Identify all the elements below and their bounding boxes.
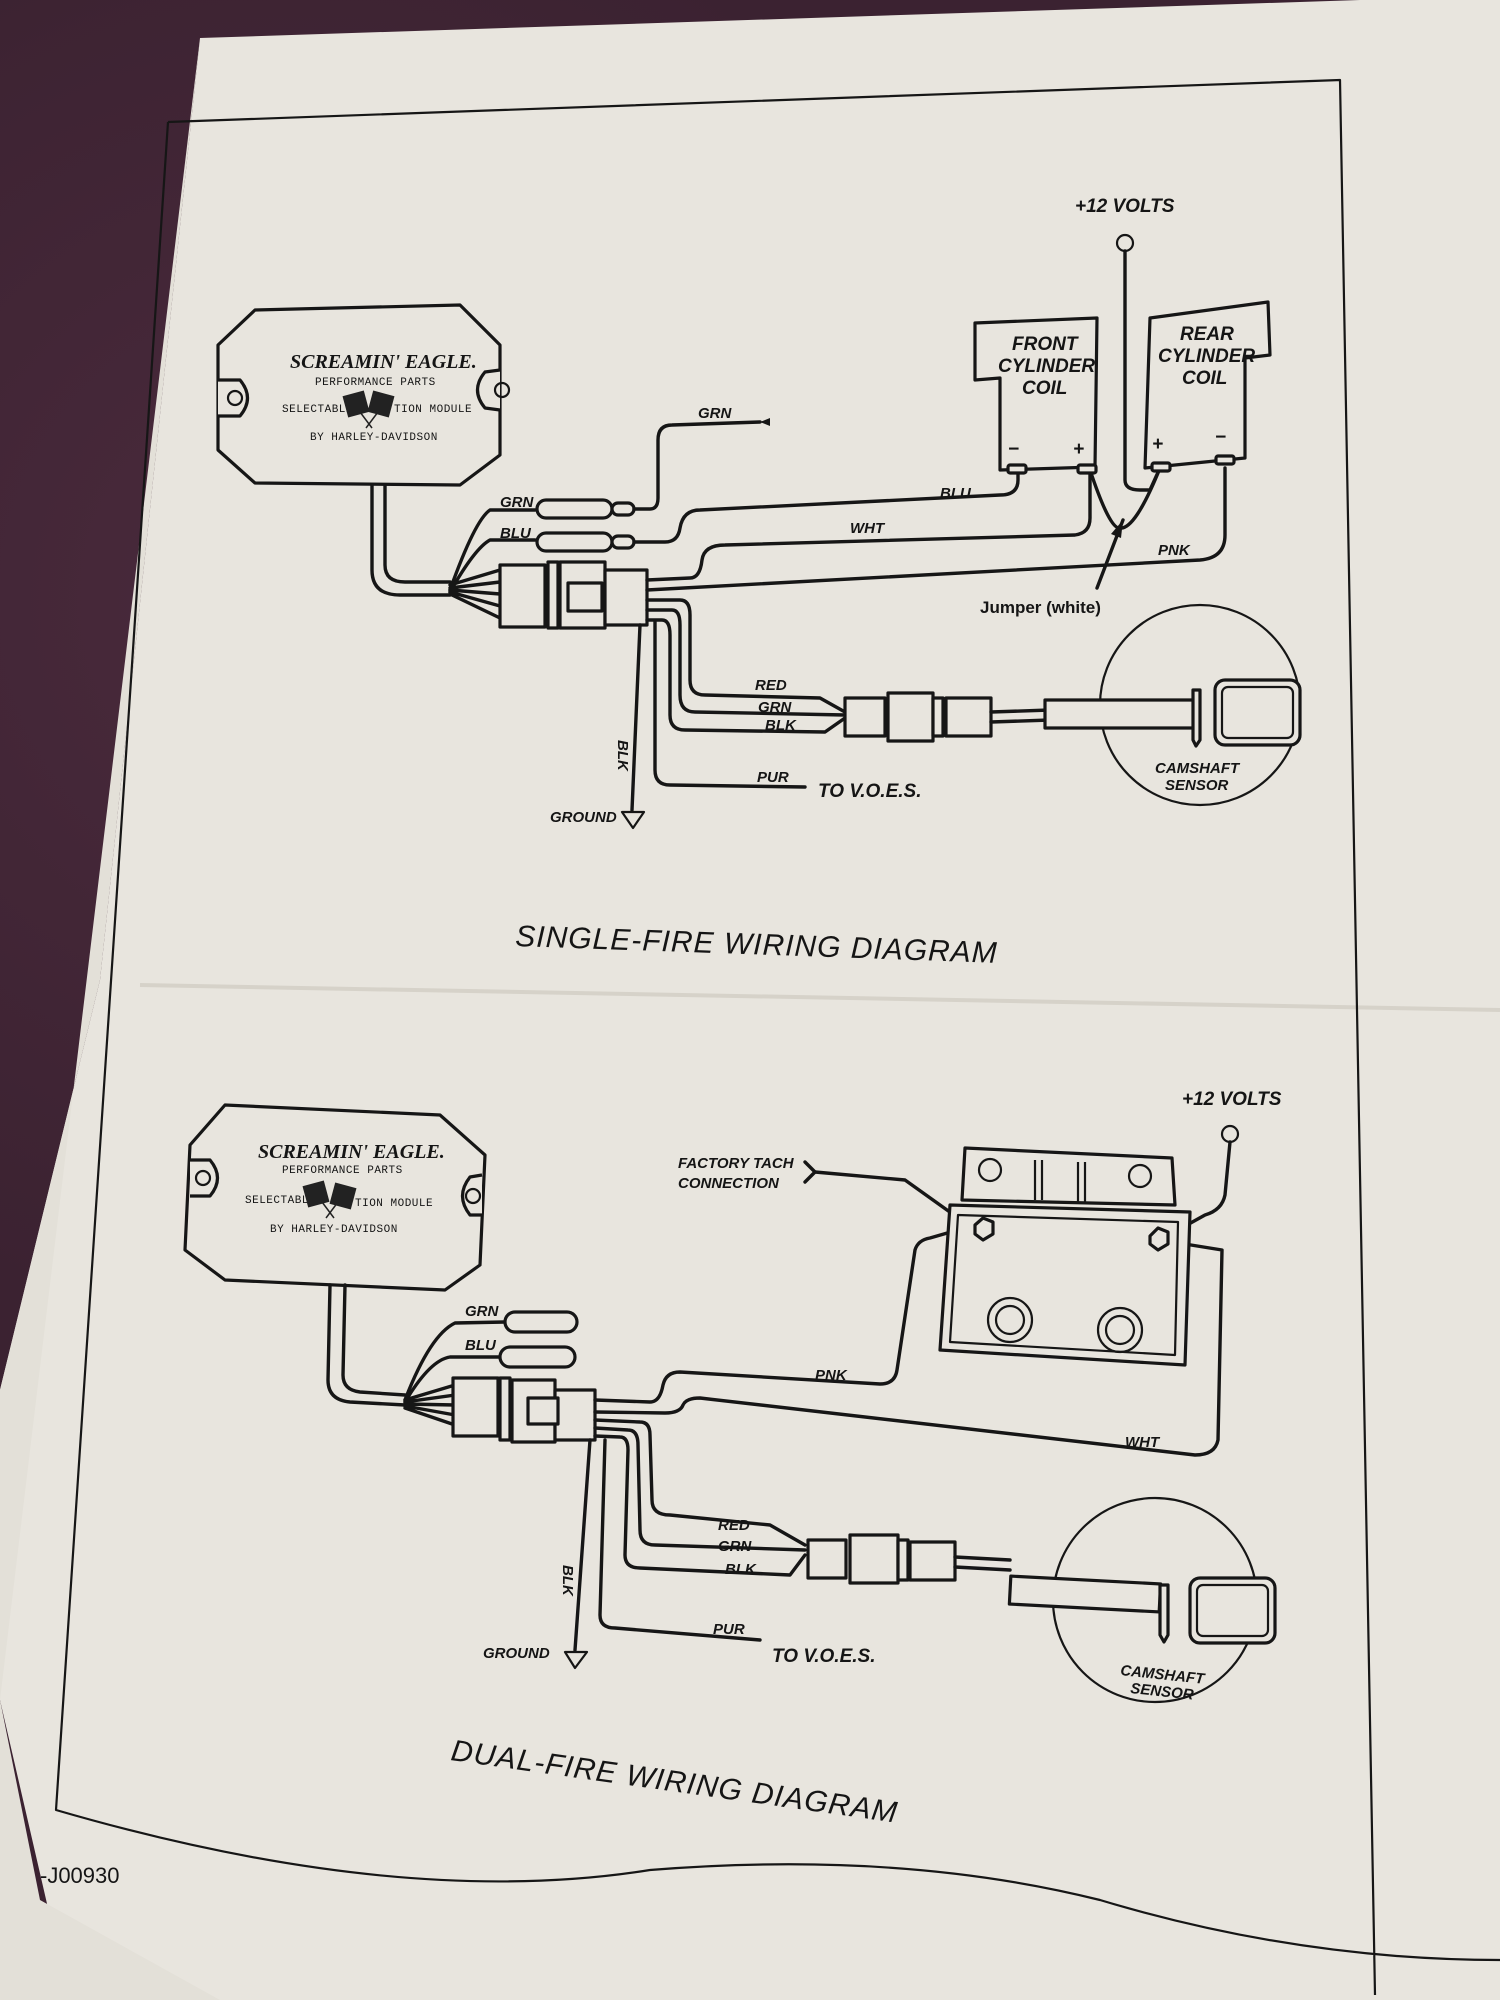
module-line-2-left: SELECTABLE [282,404,353,416]
svg-text:COIL: COIL [1182,368,1227,389]
module-line-1: PERFORMANCE PARTS [315,377,436,389]
camshaft-sensor: CAMSHAFT SENSOR [1043,603,1302,807]
ground-symbol-icon [620,810,646,830]
fold-line [139,983,1500,1012]
svg-text:REAR: REAR [1180,324,1234,345]
label-grn: GRN [465,1303,500,1320]
front-cylinder-coil: FRONT CYLINDER COIL − + [973,316,1099,475]
svg-text:PERFORMANCE PARTS: PERFORMANCE PARTS [282,1165,403,1177]
module-line-2-right: TION MODULE [394,404,472,416]
mount-hole [493,381,511,399]
label-blu: BLU [500,525,532,542]
brand-logo: SCREAMIN' EAGLE. [290,351,477,373]
label-ground: GROUND [550,809,617,826]
checkered-flag-icon [302,1180,357,1219]
svg-text:CAMSHAFT: CAMSHAFT [1155,760,1241,777]
label-grn: GRN [500,494,535,511]
svg-text:+: + [1152,434,1163,455]
ignition-module: SCREAMIN' EAGLE. PERFORMANCE PARTS SELEC… [216,303,511,487]
power-nut [1148,1226,1170,1252]
label-jumper: Jumper (white) [980,598,1101,617]
camshaft-sensor-dual: CAMSHAFT SENSOR [1007,1496,1277,1704]
label-grn-sensor: GRN [758,699,793,716]
svg-text:+: + [1073,439,1084,460]
label-pur: PUR [713,1621,745,1638]
label-grn-tach: GRN [698,405,733,422]
svg-text:SCREAMIN' EAGLE.: SCREAMIN' EAGLE. [258,1141,445,1163]
svg-text:FRONT: FRONT [1012,334,1079,355]
tach-nut [973,1216,995,1242]
ignition-module-dual: SCREAMIN' EAGLE. PERFORMANCE PARTS SELEC… [183,1103,487,1292]
label-blu: BLU [465,1337,497,1354]
label-blk-ground: BLK [559,1565,576,1597]
svg-text:COIL: COIL [1022,378,1067,399]
ground-symbol-icon [563,1650,589,1670]
svg-text:FACTORY TACH: FACTORY TACH [678,1155,795,1172]
svg-text:−: − [1008,439,1019,460]
rear-cylinder-coil: REAR CYLINDER COIL + − [1143,300,1272,473]
svg-text:−: − [1215,427,1226,448]
label-to-voes: TO V.O.E.S. [818,781,922,802]
label-grn-sensor: GRN [718,1538,753,1555]
svg-text:SENSOR: SENSOR [1130,1680,1195,1704]
main-connector [448,560,649,630]
frame-border [54,78,1500,1996]
label-red: RED [755,677,787,694]
camshaft-sensor-connector [843,691,1052,743]
label-wht: WHT [1125,1434,1161,1451]
label-blk-sensor: BLK [765,717,797,734]
label-pnk: PNK [815,1367,848,1384]
module-line-3: BY HARLEY-DAVIDSON [310,432,438,444]
svg-text:BY HARLEY-DAVIDSON: BY HARLEY-DAVIDSON [270,1224,398,1236]
svg-text:CYLINDER: CYLINDER [998,356,1095,377]
label-red: RED [718,1517,750,1534]
label-ground: GROUND [483,1645,550,1662]
main-connector-dual [403,1376,597,1444]
part-number: -J00930 [40,1863,120,1888]
svg-text:CYLINDER: CYLINDER [1158,346,1255,367]
label-pur: PUR [757,769,789,786]
grn-bullet-connector [535,498,614,520]
svg-text:CONNECTION: CONNECTION [678,1175,780,1192]
dual-fire-coil [938,1146,1192,1367]
label-blu-coil: BLU [940,485,972,502]
checkered-flag-icon [342,390,395,429]
label-blk-ground: BLK [614,740,631,772]
blu-bullet-connector [535,531,614,553]
svg-text:SELECTABLE: SELECTABLE [245,1195,316,1207]
camshaft-sensor-connector-dual [806,1533,1012,1585]
label-12-volts: +12 VOLTS [1182,1089,1282,1110]
label-12-volts: +12 VOLTS [1075,196,1175,217]
label-to-voes: TO V.O.E.S. [772,1646,876,1667]
svg-text:SENSOR: SENSOR [1165,777,1229,794]
label-pnk: PNK [1158,542,1191,559]
label-wht: WHT [850,520,886,537]
svg-text:TION MODULE: TION MODULE [355,1198,433,1210]
single-fire-diagram: SCREAMIN' EAGLE. PERFORMANCE PARTS SELEC… [216,196,1302,970]
label-blk-sensor: BLK [725,1561,757,1578]
